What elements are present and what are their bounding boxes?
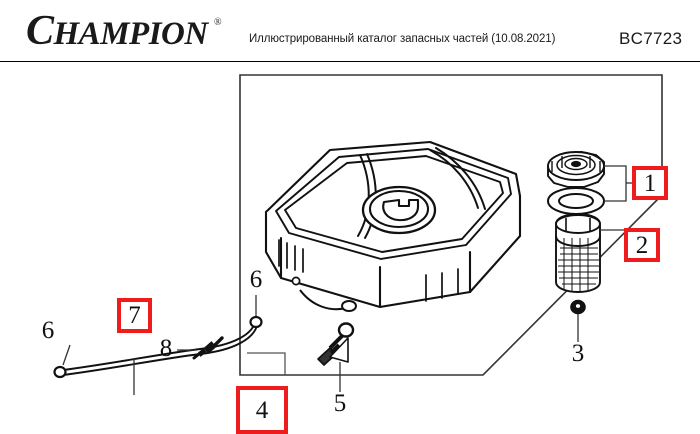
fuel-tank-cap — [547, 151, 605, 188]
callout-5[interactable]: 5 — [333, 390, 347, 417]
grommet-washer — [570, 299, 586, 315]
catalog-title: Иллюстрированный каталог запасных частей… — [249, 33, 556, 45]
callout-6-right[interactable]: 6 — [249, 266, 263, 293]
callout-4[interactable]: 4 — [236, 386, 288, 434]
model-code: BC7723 — [619, 29, 683, 48]
callout-2[interactable]: 2 — [624, 228, 660, 262]
hose-clamp-right — [249, 315, 263, 329]
fuel-tank-filler-neck — [361, 185, 437, 235]
header-divider — [0, 61, 700, 62]
callout-8[interactable]: 8 — [159, 335, 173, 362]
logo-first-letter: C — [26, 8, 54, 54]
page-header: CHAMPION ® Иллюстрированный каталог запа… — [0, 0, 700, 62]
fuel-strainer — [555, 213, 601, 293]
fuel-tank-lower-detail — [278, 239, 459, 302]
callout-7[interactable]: 7 — [117, 298, 152, 333]
leader-lines — [62, 165, 642, 395]
callout-6-left[interactable]: 6 — [41, 317, 55, 344]
champion-logo: CHAMPION — [26, 10, 209, 52]
callout-1[interactable]: 1 — [632, 166, 668, 200]
diagram-canvas — [53, 74, 663, 395]
logo-rest: HAMPION — [53, 16, 209, 52]
callout-3[interactable]: 3 — [571, 340, 585, 367]
fuel-tank-outlet — [299, 289, 357, 312]
bolt-screw — [192, 336, 224, 360]
fuel-valve-petcock — [317, 322, 355, 366]
registered-trademark-icon: ® — [214, 17, 222, 28]
exploded-parts-diagram: 1 2 3 4 5 6 6 7 8 — [0, 62, 700, 434]
cap-gasket-ring — [547, 187, 605, 215]
hose-clamp-left — [53, 365, 67, 379]
